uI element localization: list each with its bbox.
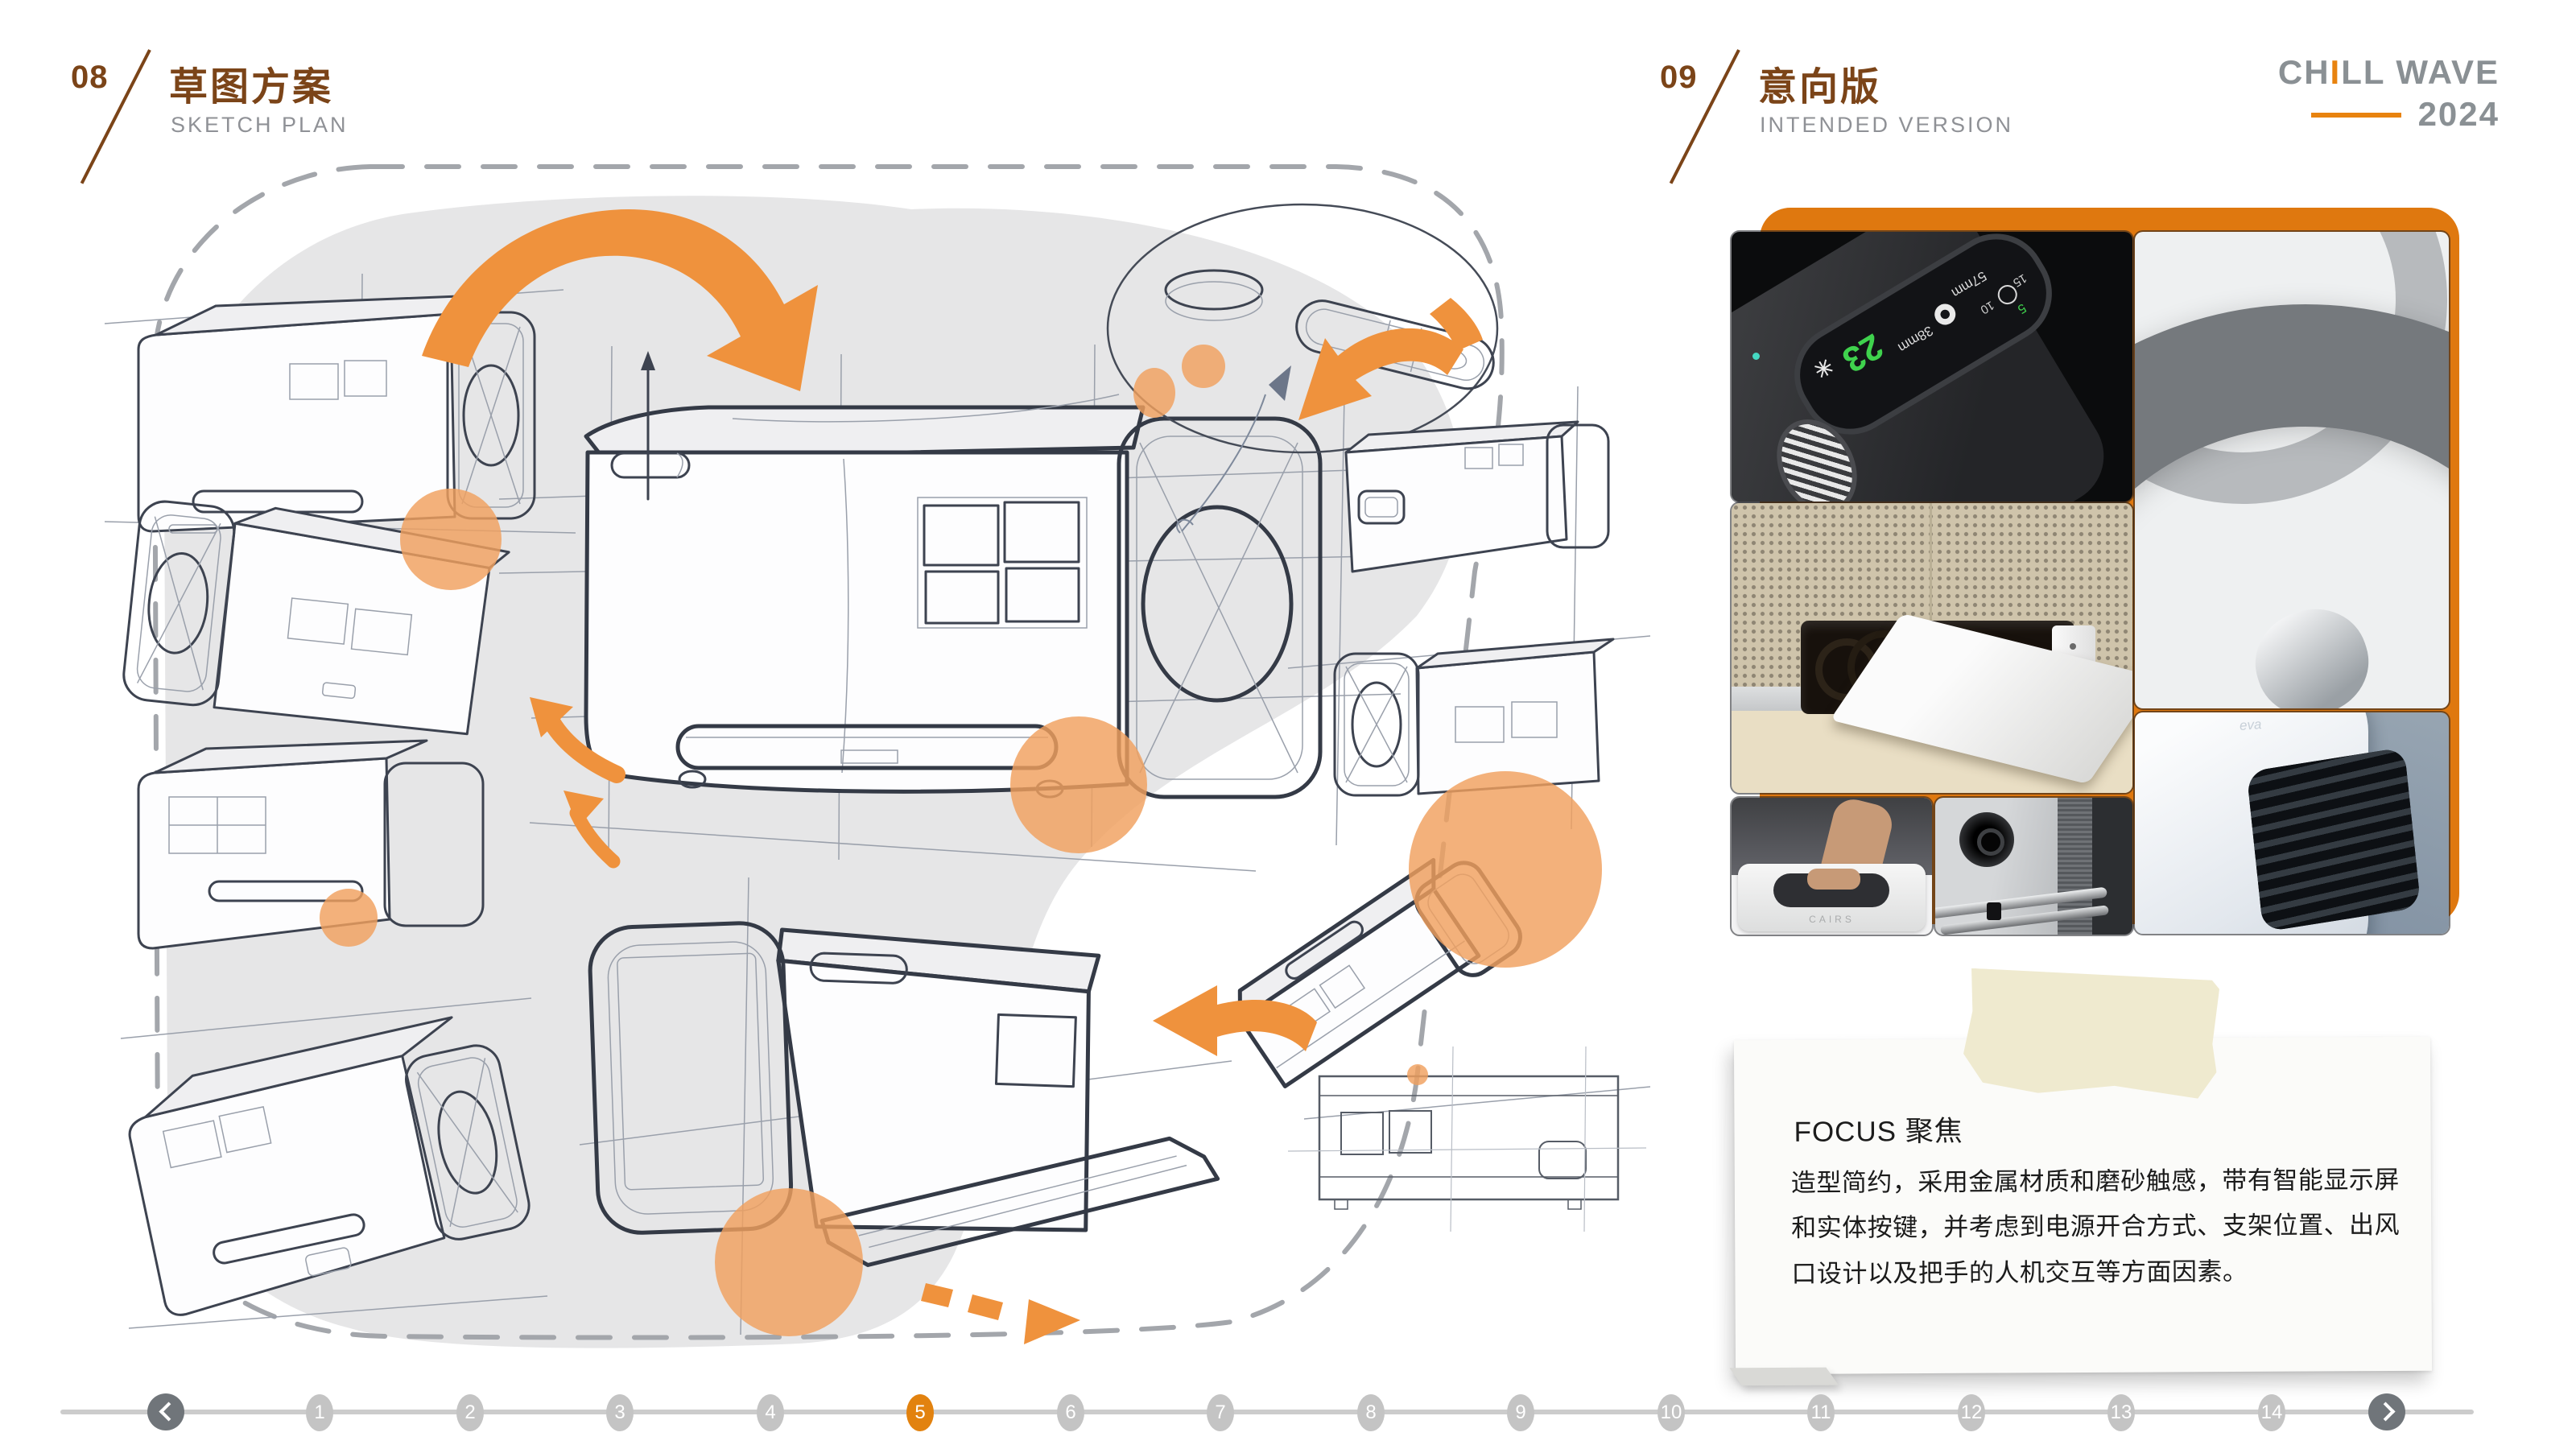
page-dot-11[interactable]: 11 [1807,1394,1835,1431]
brand-underline [2311,113,2401,118]
note-body: 造型简约，采用金属材质和磨砂触感，带有智能显示屏和实体按键，并考虑到电源开合方式… [1790,1165,2401,1288]
dark-gray-torus [2135,304,2449,708]
page-dot-1[interactable]: 1 [306,1394,333,1431]
top-right-arrow-segment [1430,298,1483,351]
aux-port [2070,643,2076,650]
page-dot-12[interactable]: 12 [1958,1394,1985,1431]
page-dot-13[interactable]: 13 [2107,1394,2135,1431]
technical-elevation-drawing [1287,1046,1647,1232]
section-number: 08 [71,60,109,95]
masking-tape [1962,968,2219,1100]
page-dot-3[interactable]: 3 [606,1394,634,1431]
dashed-arrow-d1 [921,1283,953,1307]
orange-arrows [422,209,1483,1344]
grille-slats [2246,747,2421,932]
section-number: 09 [1660,60,1698,95]
sketch-box-bottom-left [128,1016,530,1316]
photo-rear-port [1935,798,2132,935]
cairs-logo: CAIRS [1809,914,1855,925]
air-grille [2246,747,2421,932]
device-display-panel: 23 38mm 57mm 10 15 5 [1776,232,2070,453]
focal-label-a: 38mm [1895,322,1936,356]
orange-accent-circles [320,345,1602,1336]
brand-accent-letter: I [2330,53,2342,91]
section-title-cn: 意向版 [1758,66,1882,109]
section-title-en: SKETCH PLAN [171,113,349,137]
pagination-bar: 1 2 3 4 5 6 7 8 9 10 11 12 13 14 [60,1392,2474,1432]
orange-arrow-bodies [543,714,625,869]
panel-seam [1930,503,1932,690]
page-dot-5-active[interactable]: 5 [906,1394,934,1431]
section-title-en: INTENDED VERSION [1760,113,2014,137]
dashed-border [151,164,1505,1340]
sketch-box-top-left [137,293,536,534]
page-dot-2[interactable]: 2 [456,1394,484,1431]
brand-name: CHILL WAVE [2277,53,2500,91]
page-dot-6[interactable]: 6 [1057,1394,1084,1431]
note-title: FOCUS 聚焦 [1794,1115,1963,1148]
sketch-box-louver-tray [588,921,1220,1268]
page-dot-14[interactable]: 14 [2258,1394,2285,1431]
photo-carry-handle: CAIRS [1732,798,1932,935]
eva-logo: eva [2239,716,2263,733]
page-dot-8[interactable]: 8 [1357,1394,1385,1431]
photo-gray-handle [2135,232,2449,708]
up-left-arrow-head-2 [564,791,604,828]
chevron-left-icon [159,1402,179,1422]
section-header-intended-version: 09 意向版 INTENDED VERSION [1660,47,2079,208]
chevron-right-icon [2376,1402,2396,1422]
arch-arrow [422,209,818,391]
top-right-arrow [1298,328,1463,420]
focal-label-b: 57mm [1948,268,1990,301]
aperture-icon [1930,299,1960,329]
section-header-sketch-plan: 08 草图方案 SKETCH PLAN [71,47,489,208]
photo-control-panel: 23 38mm 57mm 10 15 5 [1732,232,2132,502]
page-dot-4[interactable]: 4 [757,1394,784,1431]
dashed-arrow-head [1024,1299,1080,1344]
gripping-hand [1807,869,1860,890]
sketch-panel [104,164,1651,1348]
status-led [1752,353,1760,360]
sketch-box-right-top [1344,420,1610,573]
page-dot-7[interactable]: 7 [1207,1394,1234,1431]
snowflake-icon [1811,357,1835,381]
photo-cable-storage [1732,503,2132,793]
brand-logo: CHILL WAVE 2024 [2153,53,2500,134]
white-device: CAIRS [1738,864,1926,931]
dashed-arrow-d2 [968,1294,1003,1320]
section-title-cn: 草图方案 [169,66,334,109]
hose-nozzle [1977,828,2004,856]
timer-label-a: 10 [1978,298,1997,317]
timer-label-c: 5 [2015,300,2029,316]
sketch-main-box [584,351,1323,799]
page-dot-10[interactable]: 10 [1657,1394,1685,1431]
prev-page-button[interactable] [147,1393,184,1430]
brand-year: 2024 [2417,95,2500,133]
left-arrow [1153,985,1217,1056]
sketch-box-right-mid [1333,638,1615,797]
left-arrow-body [1217,1000,1317,1051]
page-dot-9[interactable]: 9 [1507,1394,1534,1431]
pagination-line [60,1410,2474,1414]
photo-cooler-grille: eva [2135,712,2449,934]
temperature-readout: 23 [1835,325,1890,381]
tube-clamp [1987,902,2001,920]
next-page-button[interactable] [2368,1393,2405,1430]
